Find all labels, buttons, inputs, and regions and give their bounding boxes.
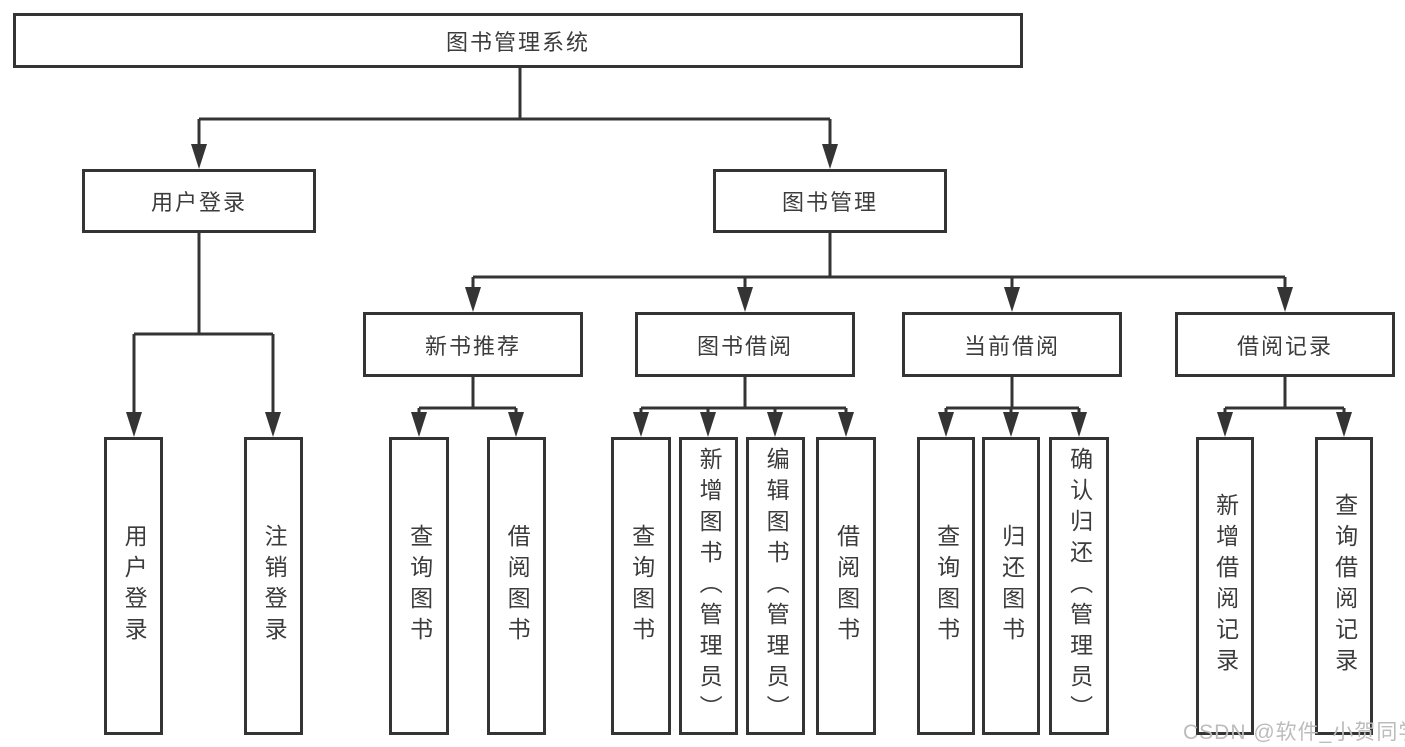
leaf-borrow-books: 借阅图书: [816, 437, 876, 735]
leaf-query-borrow-record: 查询借阅记录: [1315, 437, 1373, 735]
connector-newbook-to-leaves: [417, 377, 518, 418]
connector-userlogin-to-leaves: [132, 233, 275, 418]
arrowhead: [1336, 412, 1352, 437]
leaf-label: 注销登录: [261, 524, 288, 648]
arrowhead: [633, 412, 649, 437]
arrowhead: [838, 412, 854, 437]
leaf-label: 新增图书（管理员）: [696, 446, 723, 726]
leaf-label: 查询借阅记录: [1331, 493, 1358, 679]
node-root-library-system: 图书管理系统: [13, 13, 1023, 68]
arrowhead: [265, 412, 281, 437]
arrowhead: [508, 412, 524, 437]
arrowhead: [1071, 412, 1087, 437]
arrowhead: [191, 144, 207, 169]
leaf-logout: 注销登录: [244, 437, 303, 735]
arrowhead: [1004, 287, 1020, 312]
leaf-return-books: 归还图书: [982, 437, 1040, 735]
node-new-book-recommend: 新书推荐: [363, 312, 583, 377]
node-book-management: 图书管理: [713, 169, 947, 233]
node-user-login: 用户登录: [82, 169, 316, 233]
arrowhead: [700, 412, 716, 437]
arrowhead: [737, 287, 753, 312]
arrowhead: [1003, 412, 1019, 437]
leaf-label: 编辑图书（管理员）: [763, 446, 790, 726]
connector-bookmgmt-to-level3: [471, 233, 1287, 293]
leaf-label: 查询图书: [933, 524, 960, 648]
leaf-borrow-books-recommend: 借阅图书: [487, 437, 546, 735]
arrowhead: [411, 412, 427, 437]
leaf-query-books-borrow: 查询图书: [611, 437, 671, 735]
leaf-label: 用户登录: [121, 524, 148, 648]
node-book-borrow: 图书借阅: [635, 312, 855, 377]
leaf-label: 借阅图书: [833, 524, 860, 648]
arrowhead: [126, 412, 142, 437]
leaf-query-books-current: 查询图书: [917, 437, 975, 735]
connector-current-to-leaves: [944, 377, 1081, 418]
arrowhead: [1217, 412, 1233, 437]
node-borrow-record: 借阅记录: [1175, 312, 1395, 377]
connector-borrow-to-leaves: [639, 377, 848, 418]
leaf-label: 查询图书: [406, 524, 433, 648]
connector-record-to-leaves: [1223, 377, 1346, 418]
node-current-borrow: 当前借阅: [902, 312, 1122, 377]
leaf-label: 查询图书: [628, 524, 655, 648]
arrowhead: [822, 144, 838, 169]
leaf-add-books-admin: 新增图书（管理员）: [679, 437, 738, 735]
leaf-query-books-recommend: 查询图书: [389, 437, 449, 735]
leaf-label: 归还图书: [998, 524, 1025, 648]
connector-root-to-level2: [197, 68, 832, 150]
leaf-label: 新增借阅记录: [1212, 493, 1239, 679]
leaf-label: 借阅图书: [504, 524, 531, 648]
arrowhead: [938, 412, 954, 437]
arrowhead: [767, 412, 783, 437]
leaf-confirm-return-admin: 确认归还（管理员）: [1049, 437, 1109, 735]
leaf-user-login: 用户登录: [104, 437, 163, 735]
leaf-add-borrow-record: 新增借阅记录: [1196, 437, 1254, 735]
arrowhead: [1277, 287, 1293, 312]
leaf-edit-books-admin: 编辑图书（管理员）: [746, 437, 805, 735]
csdn-watermark: CSDN @软件_小贺同学: [1183, 721, 1405, 744]
arrowhead: [465, 287, 481, 312]
leaf-label: 确认归还（管理员）: [1066, 446, 1093, 726]
